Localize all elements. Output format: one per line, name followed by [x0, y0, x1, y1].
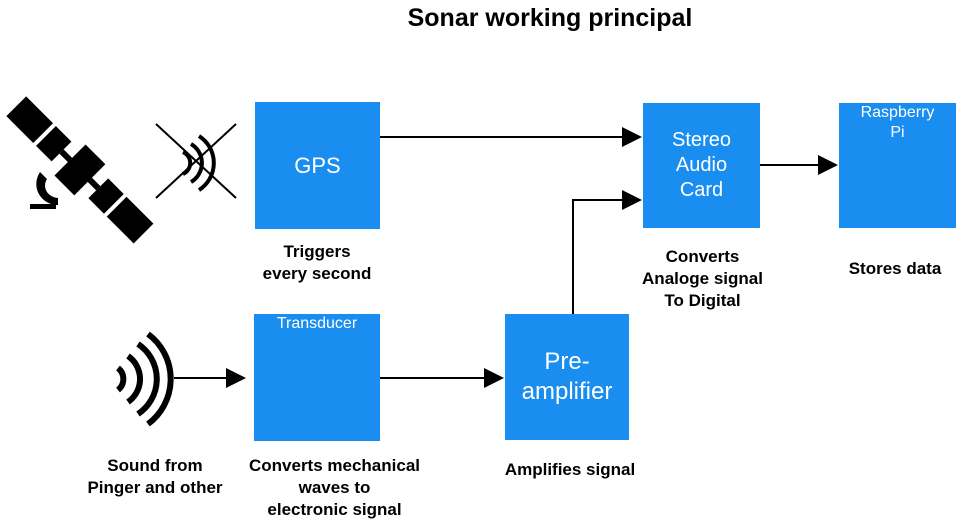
transducer-caption: Converts mechanical waves to electronic …: [248, 456, 420, 520]
satellite-icon: [6, 96, 154, 244]
transducer-box: Transducer: [254, 314, 380, 441]
pre-amplifier-caption: Amplifies signal: [504, 460, 636, 479]
gps-caption: Triggers every second: [262, 242, 372, 284]
stereo-audio-card-box: Stereo Audio Card: [643, 103, 760, 228]
arrow-preamp-to-audio-card: [572, 190, 642, 315]
pre-amplifier-box: Pre- amplifier: [505, 314, 629, 440]
raspberry-pi-box: Raspberry Pi: [839, 103, 956, 228]
diagram-title: Sonar working principal: [407, 4, 693, 32]
blocked-signal-icon: [155, 123, 237, 199]
raspberry-pi-caption: Stores data: [848, 259, 942, 278]
gps-box: GPS: [255, 102, 380, 229]
sound-waves-icon: [115, 331, 174, 427]
sound-source-caption: Sound from Pinger and other: [87, 456, 223, 498]
stereo-audio-card-caption: Converts Analoge signal To Digital: [642, 247, 763, 311]
